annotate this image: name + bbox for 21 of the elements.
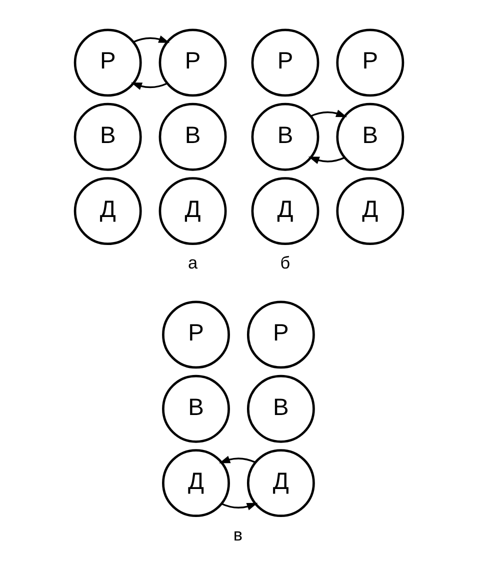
node-circle: В bbox=[158, 102, 227, 171]
label: в bbox=[233, 524, 242, 544]
arrow bbox=[133, 36, 170, 43]
node-circle: В bbox=[246, 374, 315, 443]
label: б bbox=[280, 252, 290, 272]
arrow bbox=[310, 110, 348, 118]
label: а bbox=[188, 252, 198, 272]
node-circle: Р bbox=[251, 28, 320, 97]
node-circle: Р bbox=[162, 300, 230, 369]
node-circle: Д bbox=[158, 177, 227, 246]
node-circle: Р bbox=[336, 28, 404, 97]
arrow bbox=[130, 82, 168, 90]
node-circle: Д bbox=[251, 177, 320, 246]
node-circle: Д bbox=[74, 177, 142, 246]
node-circle: В bbox=[162, 374, 230, 443]
node-circle: Р bbox=[246, 300, 315, 369]
node-circle: Д bbox=[336, 177, 404, 246]
arrow bbox=[221, 502, 258, 510]
node-circle: В bbox=[74, 102, 142, 171]
arrow bbox=[308, 156, 345, 164]
arrow bbox=[219, 456, 256, 464]
